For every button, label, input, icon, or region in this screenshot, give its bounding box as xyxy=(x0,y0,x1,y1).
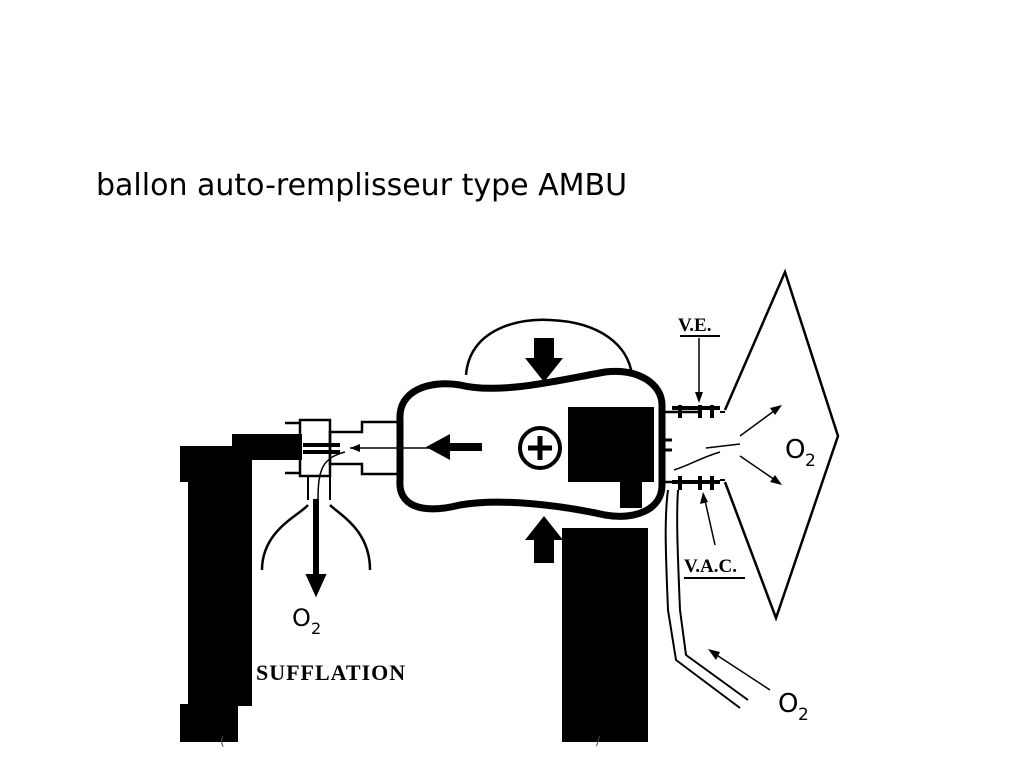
redaction-block-3 xyxy=(188,470,252,706)
redaction-block-2 xyxy=(232,434,302,460)
label-o2-inlet: O 2 xyxy=(778,689,809,725)
redaction-block-4 xyxy=(180,704,238,742)
redaction-block-5 xyxy=(568,407,654,482)
svg-text:O: O xyxy=(785,435,805,465)
svg-text:O: O xyxy=(292,604,311,632)
insufflation-arrow xyxy=(305,499,327,598)
svg-text:(: ( xyxy=(220,734,225,748)
svg-text:2: 2 xyxy=(311,619,321,638)
patient-valve xyxy=(298,418,332,478)
oxygen-reservoir xyxy=(723,268,840,622)
face-mask xyxy=(260,504,372,571)
slide-title: ballon auto-remplisseur type AMBU xyxy=(96,168,628,203)
reservoir-valve xyxy=(672,405,720,418)
compress-arrow-up xyxy=(525,516,563,563)
svg-text:O: O xyxy=(778,689,798,719)
label-o2-reservoir: O 2 xyxy=(785,435,816,471)
svg-text:2: 2 xyxy=(798,705,809,725)
label-vac: V.A.C. xyxy=(684,556,737,577)
compress-arrow-down xyxy=(525,338,563,382)
redaction-block-6 xyxy=(620,478,642,508)
bag-dome xyxy=(464,318,634,376)
flow-arrow-left xyxy=(426,434,482,460)
svg-text:2: 2 xyxy=(805,451,816,471)
label-insufflation: SUFFLATION xyxy=(256,660,406,685)
svg-text:/: / xyxy=(596,734,601,748)
pressure-symbol xyxy=(518,426,562,470)
oxygen-tube xyxy=(664,489,741,709)
redaction-block-7 xyxy=(562,528,648,742)
label-ve: V.E. xyxy=(678,315,711,336)
label-o2-patient: O 2 xyxy=(292,604,321,638)
